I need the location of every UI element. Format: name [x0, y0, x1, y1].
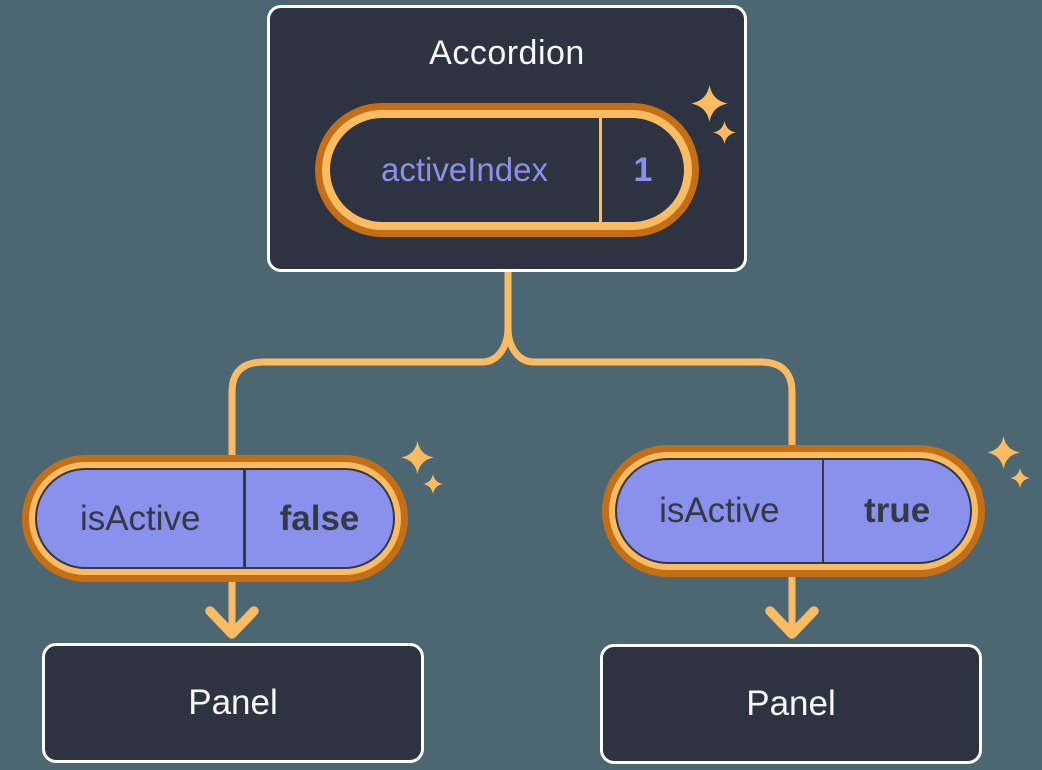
state-name: activeIndex — [381, 151, 548, 188]
prop-pill-content: isActive false — [35, 468, 395, 569]
branch-line-left — [228, 272, 512, 457]
arrow-down-icon — [765, 606, 819, 639]
branch-line-right — [504, 272, 796, 447]
state-pill-divider — [599, 118, 602, 222]
panel-card-right: Panel — [600, 644, 982, 764]
prop-pill-right: isActive true — [602, 445, 985, 577]
panel-title: Panel — [188, 683, 278, 722]
component-title: Accordion — [429, 34, 585, 72]
prop-name: isActive — [79, 498, 201, 538]
sparkle-icon — [713, 121, 736, 144]
prop-pill-ring: isActive true — [609, 452, 978, 570]
state-pill: activeIndex 1 — [315, 103, 699, 237]
prop-pill-divider — [821, 460, 825, 562]
prop-name: isActive — [659, 491, 780, 530]
panel-card-left: Panel — [42, 643, 424, 763]
sparkle-icon — [423, 474, 443, 494]
prop-pill-content: isActive true — [615, 458, 972, 564]
sparkle-icon — [987, 436, 1020, 469]
panel-title: Panel — [746, 684, 836, 723]
accordion-component-card: Accordion activeIndex 1 — [267, 5, 747, 272]
prop-value: true — [864, 491, 931, 530]
prop-pill-left: isActive false — [22, 455, 408, 582]
state-value: 1 — [633, 150, 653, 189]
arrow-down-icon — [205, 606, 259, 639]
prop-pill-ring: isActive false — [29, 462, 401, 575]
sparkle-icon — [1010, 468, 1030, 488]
sparkle-icon — [401, 441, 434, 474]
prop-value: false — [279, 498, 360, 538]
sparkle-icon — [691, 85, 728, 122]
state-pill-ring: activeIndex 1 — [322, 110, 692, 230]
state-pill-content: activeIndex 1 — [330, 118, 684, 222]
prop-pill-divider — [243, 470, 246, 567]
